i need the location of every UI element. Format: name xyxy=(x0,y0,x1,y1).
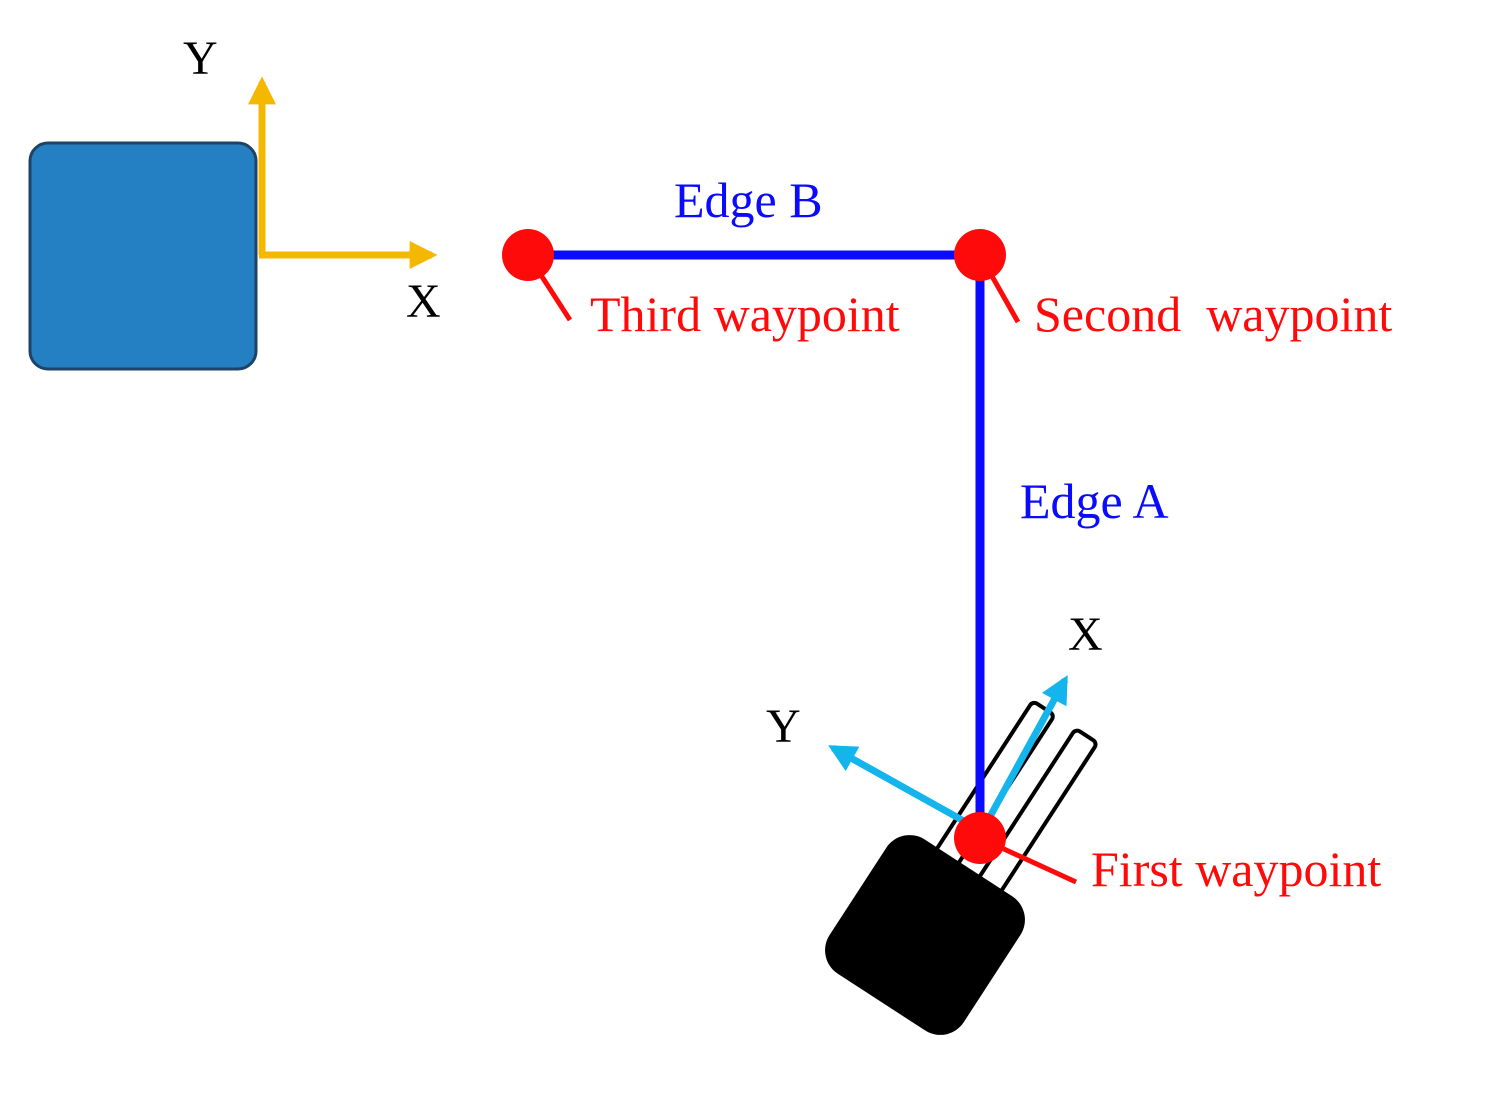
robot-x-axis-label: X xyxy=(1068,608,1103,661)
second-waypoint-label: Second waypoint xyxy=(1034,286,1392,342)
edge-b-label: Edge B xyxy=(674,172,823,228)
robot-y-axis-label: Y xyxy=(766,700,801,753)
global-x-axis-label: X xyxy=(406,275,441,328)
edge-a-label: Edge A xyxy=(1020,473,1169,529)
robot-y-axis-arrow xyxy=(828,744,982,834)
robot-body xyxy=(825,835,1025,1035)
first-waypoint-label: First waypoint xyxy=(1091,841,1381,897)
third-waypoint-label: Third waypoint xyxy=(590,286,900,342)
global-y-axis-label: Y xyxy=(183,32,218,85)
first-waypoint-marker xyxy=(954,812,1006,864)
global-frame-box xyxy=(28,141,258,371)
second-waypoint-marker xyxy=(954,229,1006,281)
robot-x-axis-arrow xyxy=(983,675,1069,824)
third-waypoint-marker xyxy=(502,229,554,281)
